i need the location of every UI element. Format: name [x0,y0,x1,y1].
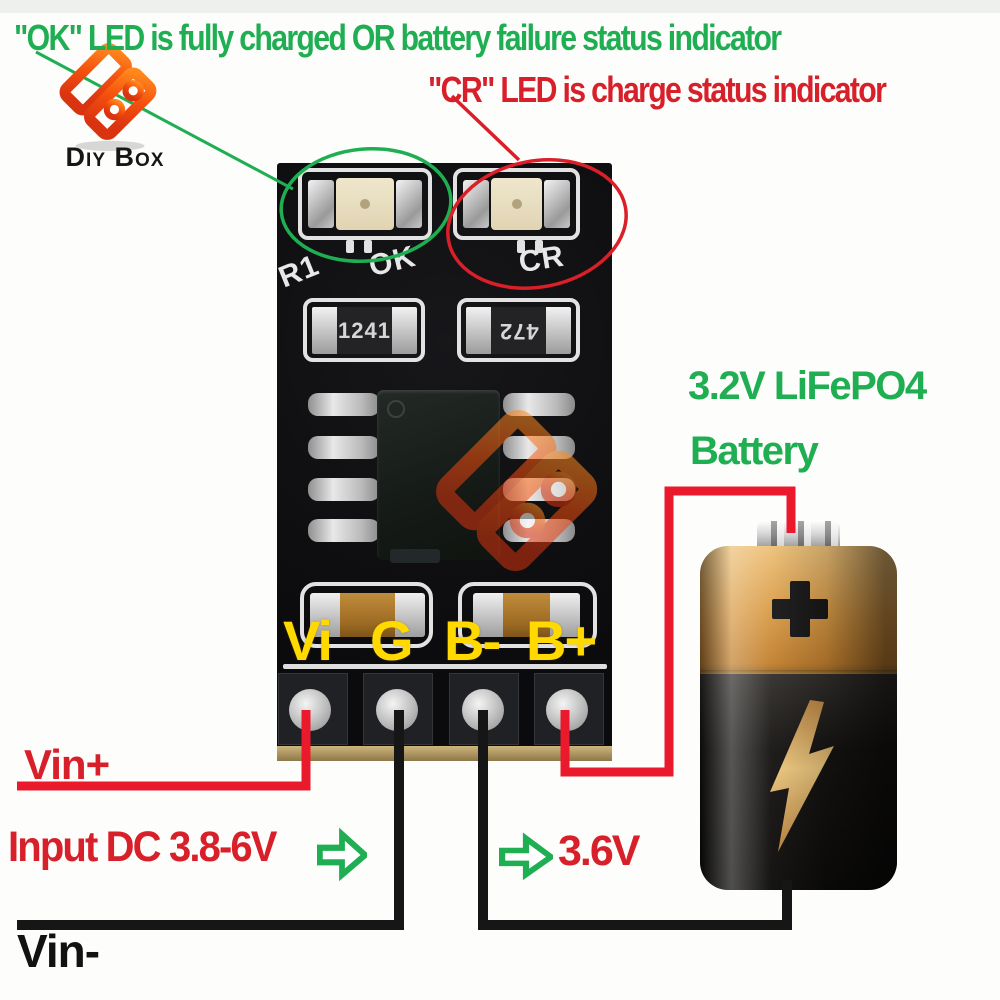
ic-lead [308,519,380,542]
resistor-left-outline [303,298,425,362]
silkscreen-r1-label: R1 [274,248,324,295]
battery-type-label-line1: 3.2V LiFePO4 [688,364,927,408]
battery-type-label-line2: Battery [690,429,819,473]
silkscreen-cr-label: CR [516,239,567,280]
resistor-end-cap [546,307,571,354]
pad-hole-bminus [462,689,504,731]
diybox-logo-icon [59,43,157,151]
ok-led-silkscreen-outline [298,168,432,240]
silkscreen-ok-label: OK [365,239,420,284]
input-range-label: Input DC 3.8-6V [8,823,277,871]
pad-hole-g [376,689,418,731]
battery-sheen [700,546,897,890]
capacitor-ceramic [340,593,395,637]
diybox-logo-text: Diy Box [65,142,165,172]
output-voltage-label: 3.6V [558,827,640,875]
cr-led [491,178,542,230]
capacitor-left [310,593,425,637]
ic-lead [308,478,380,501]
pad-hole-bplus [546,689,588,731]
cr-led-silkscreen-outline [453,168,580,240]
capacitor-ceramic [503,593,550,637]
battery-positive-terminal [757,521,840,549]
ic-lead [308,436,380,459]
pin-label-g: G [370,609,414,672]
pin-label-vi: Vi [283,609,333,672]
cr-led-right-pad [544,180,570,228]
resistor-end-cap [312,307,337,354]
pin-label-bplus: B+ [526,609,597,672]
silkscreen-divider-line [283,664,607,669]
diybox-watermark-icon [415,402,625,594]
ic-bottom-tab [390,549,440,563]
pin-label-bminus: B- [444,609,501,672]
cr-led-left-pad [463,180,489,228]
ok-led-note: "OK" LED is fully charged OR battery fai… [14,17,782,58]
diybox-logo: Diy Box [40,40,190,180]
lifepo4-battery [700,546,897,890]
resistor-left-marking: 1241 [338,317,391,343]
ic-pin1-dimple [387,400,405,418]
capacitor-left-outline [300,582,433,648]
resistor-end-cap [466,307,491,354]
led-pin-tick [346,240,354,253]
pcb-bottom-edge [277,746,612,761]
cr-led-emitter [511,199,522,209]
capacitor-end-cap [310,593,340,637]
capacitor-end-cap [395,593,425,637]
vin-plus-label: Vin+ [24,741,110,788]
pad-hole-vi [289,689,331,731]
ok-led-left-pad [308,180,334,228]
resistor-right: 472 [466,307,571,354]
resistor-right-marking: 472 [498,318,539,344]
ok-led-emitter [360,199,370,209]
capacitor-end-cap [473,593,503,637]
cr-led-note: "CR" LED is charge status indicator [428,69,887,110]
input-arrow-icon [317,827,367,881]
ok-led-right-pad [396,180,422,228]
ok-led [336,178,394,230]
ic-lead [308,393,380,416]
resistor-left: 1241 [312,307,417,354]
resistor-right-outline [457,298,580,362]
top-strip [0,0,1000,13]
vin-minus-label: Vin- [17,925,100,977]
resistor-end-cap [392,307,417,354]
output-arrow-icon [499,832,553,880]
